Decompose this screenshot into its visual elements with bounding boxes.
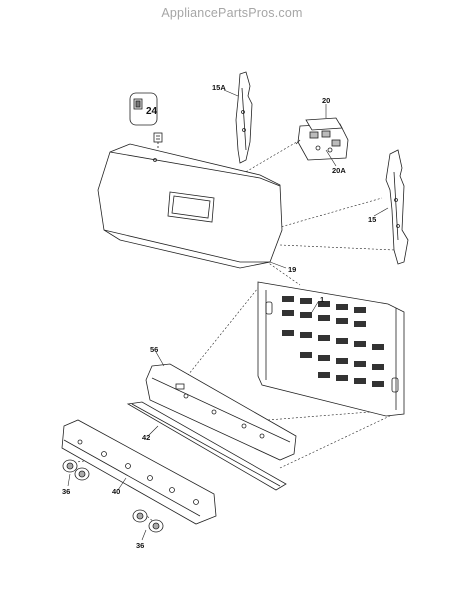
part-1-rear-panel <box>257 281 405 417</box>
callout-56: 56 <box>150 345 158 354</box>
part-42-trim-strip <box>126 401 287 491</box>
callout-19: 19 <box>288 265 296 274</box>
part-56-manifold-bracket <box>145 363 297 461</box>
callout-20: 20 <box>322 96 330 105</box>
part-36-knobs-right <box>132 509 164 533</box>
callout-1: 1 <box>320 295 324 304</box>
callout-42: 42 <box>142 433 150 442</box>
callout-15a: 15A <box>212 83 226 92</box>
part-15a-bracket <box>235 71 253 164</box>
callout-15: 15 <box>368 215 376 224</box>
part-15-bracket <box>385 149 409 265</box>
part-19-control-panel <box>97 143 283 269</box>
leader-lines <box>67 89 389 541</box>
part-20-clock-module <box>295 117 349 161</box>
callout-24: 24 <box>146 106 158 117</box>
part-24-switch <box>129 92 163 148</box>
callout-20a: 20A <box>332 166 346 175</box>
callout-36-left: 36 <box>62 487 70 496</box>
part-40-manifold-panel <box>61 419 217 525</box>
callout-40: 40 <box>112 487 120 496</box>
part-36-knobs-left <box>62 459 90 481</box>
callout-36-right: 36 <box>136 541 144 550</box>
watermark: AppliancePartsPros.com <box>161 6 303 20</box>
